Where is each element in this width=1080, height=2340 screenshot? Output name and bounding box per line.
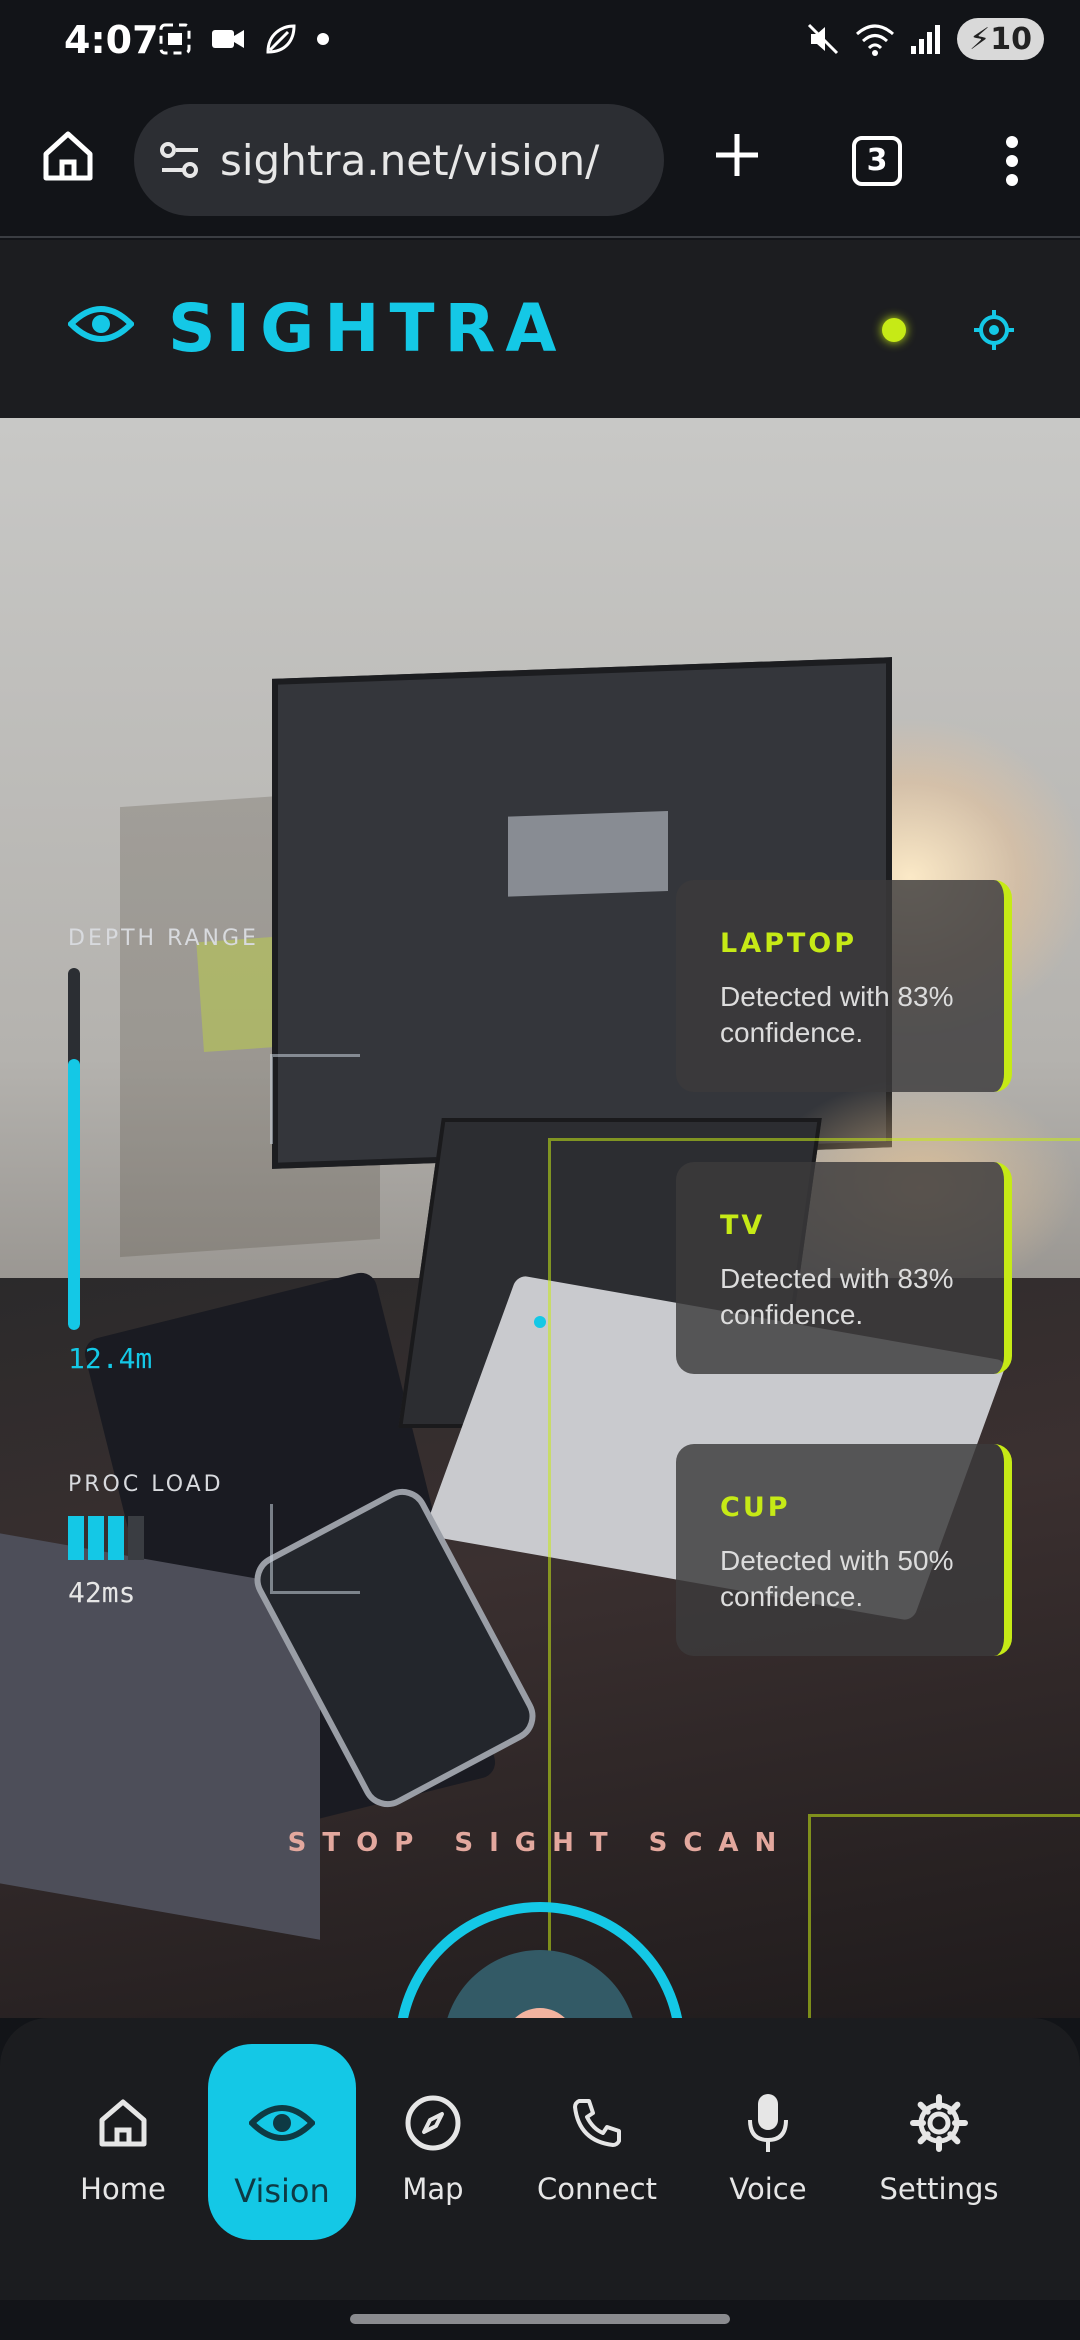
stop-scan-label[interactable]: STOP SIGHT SCAN: [287, 1828, 793, 1858]
nav-label: Home: [80, 2172, 166, 2206]
new-tab-icon[interactable]: [712, 130, 762, 180]
bottom-navigation: Home Vision Map Connect Voice Settings: [0, 2018, 1080, 2300]
detection-title: CUP: [720, 1492, 791, 1523]
nav-settings[interactable]: Settings: [864, 2088, 1014, 2206]
proc-load-segment: [68, 1516, 84, 1560]
proc-load-segment: [128, 1516, 144, 1560]
nav-label: Connect: [537, 2172, 657, 2206]
proc-load-label: PROC LOAD: [68, 1472, 224, 1497]
browser-home-icon[interactable]: [40, 128, 96, 184]
detection-title: TV: [720, 1210, 766, 1241]
camera-feed: DEPTH RANGE 12.4m PROC LOAD 42ms LAPTOP …: [0, 418, 1080, 2018]
detection-confidence: Detected with 83% confidence.: [720, 981, 954, 1048]
status-notification-icons: [158, 22, 330, 56]
wifi-icon: [856, 24, 895, 56]
battery-level: 10: [990, 21, 1032, 57]
detection-confidence: Detected with 50% confidence.: [720, 1545, 954, 1612]
nav-label: Settings: [879, 2172, 999, 2206]
detection-title: LAPTOP: [720, 928, 858, 959]
leaf-icon: [266, 24, 296, 54]
microphone-icon: [748, 2094, 788, 2152]
more-menu-icon[interactable]: [1000, 134, 1024, 188]
dot-icon: [317, 33, 329, 45]
nav-label: Vision: [234, 2172, 330, 2210]
phone-icon: [573, 2099, 621, 2147]
nav-map[interactable]: Map: [358, 2088, 508, 2206]
focus-bracket-bottom: [270, 1504, 360, 1594]
depth-range-fill: [68, 1058, 80, 1330]
live-status-dot: [882, 318, 906, 342]
brand-title: SIGHTRA: [168, 290, 567, 367]
depth-range-meter: [68, 968, 80, 1330]
eye-icon: [249, 2105, 315, 2141]
monitor-dialog: [508, 810, 668, 897]
nav-label: Map: [402, 2172, 464, 2206]
screenshot-icon: [159, 23, 191, 55]
url-bar[interactable]: sightra.net/vision/: [134, 104, 664, 216]
detection-confidence: Detected with 83% confidence.: [720, 1263, 954, 1330]
site-settings-icon[interactable]: [158, 140, 202, 180]
proc-load-value: 42ms: [68, 1576, 136, 1609]
detection-box-laptop: [548, 1138, 1080, 2018]
url-text: sightra.net/vision/: [220, 135, 600, 185]
compass-icon: [405, 2095, 461, 2151]
status-time: 4:07: [64, 18, 159, 62]
video-call-icon: [212, 30, 244, 48]
focus-center-dot: [534, 1316, 546, 1328]
battery-indicator: ⚡ 10: [957, 18, 1044, 60]
crosshair-icon[interactable]: [972, 308, 1016, 352]
nav-voice[interactable]: Voice: [693, 2088, 843, 2206]
nav-home[interactable]: Home: [48, 2088, 198, 2206]
proc-load-meter: [68, 1516, 144, 1560]
depth-range-value: 12.4m: [68, 1342, 153, 1375]
depth-range-label: DEPTH RANGE: [68, 926, 259, 951]
status-bar: 4:07 ⚡ 10: [0, 0, 1080, 92]
tab-switcher-button[interactable]: 3: [852, 136, 902, 186]
detection-card[interactable]: LAPTOP Detected with 83% confidence.: [676, 880, 1012, 1092]
detection-box-cup: [808, 1814, 1080, 2018]
status-system-icons: ⚡ 10: [805, 18, 1044, 60]
nav-label: Voice: [729, 2172, 807, 2206]
logo-eye-icon: [68, 306, 134, 342]
gesture-handle[interactable]: [350, 2314, 730, 2324]
detection-card[interactable]: CUP Detected with 50% confidence.: [676, 1444, 1012, 1656]
gear-icon: [910, 2094, 968, 2152]
mute-icon: [808, 23, 839, 55]
nav-vision[interactable]: Vision: [207, 2088, 357, 2210]
nav-connect[interactable]: Connect: [522, 2088, 672, 2206]
charging-icon: ⚡: [969, 21, 991, 57]
proc-load-segment: [108, 1516, 124, 1560]
signal-icon: [911, 25, 941, 54]
detection-card[interactable]: TV Detected with 83% confidence.: [676, 1162, 1012, 1374]
scan-button-core[interactable]: [504, 2008, 576, 2018]
home-icon: [99, 2099, 147, 2147]
active-tab-highlight: [208, 2044, 356, 2240]
proc-load-segment: [88, 1516, 104, 1560]
app-header: SIGHTRA: [0, 240, 1080, 418]
focus-bracket-top: [270, 1054, 360, 1144]
browser-toolbar: sightra.net/vision/ 3: [0, 92, 1080, 238]
